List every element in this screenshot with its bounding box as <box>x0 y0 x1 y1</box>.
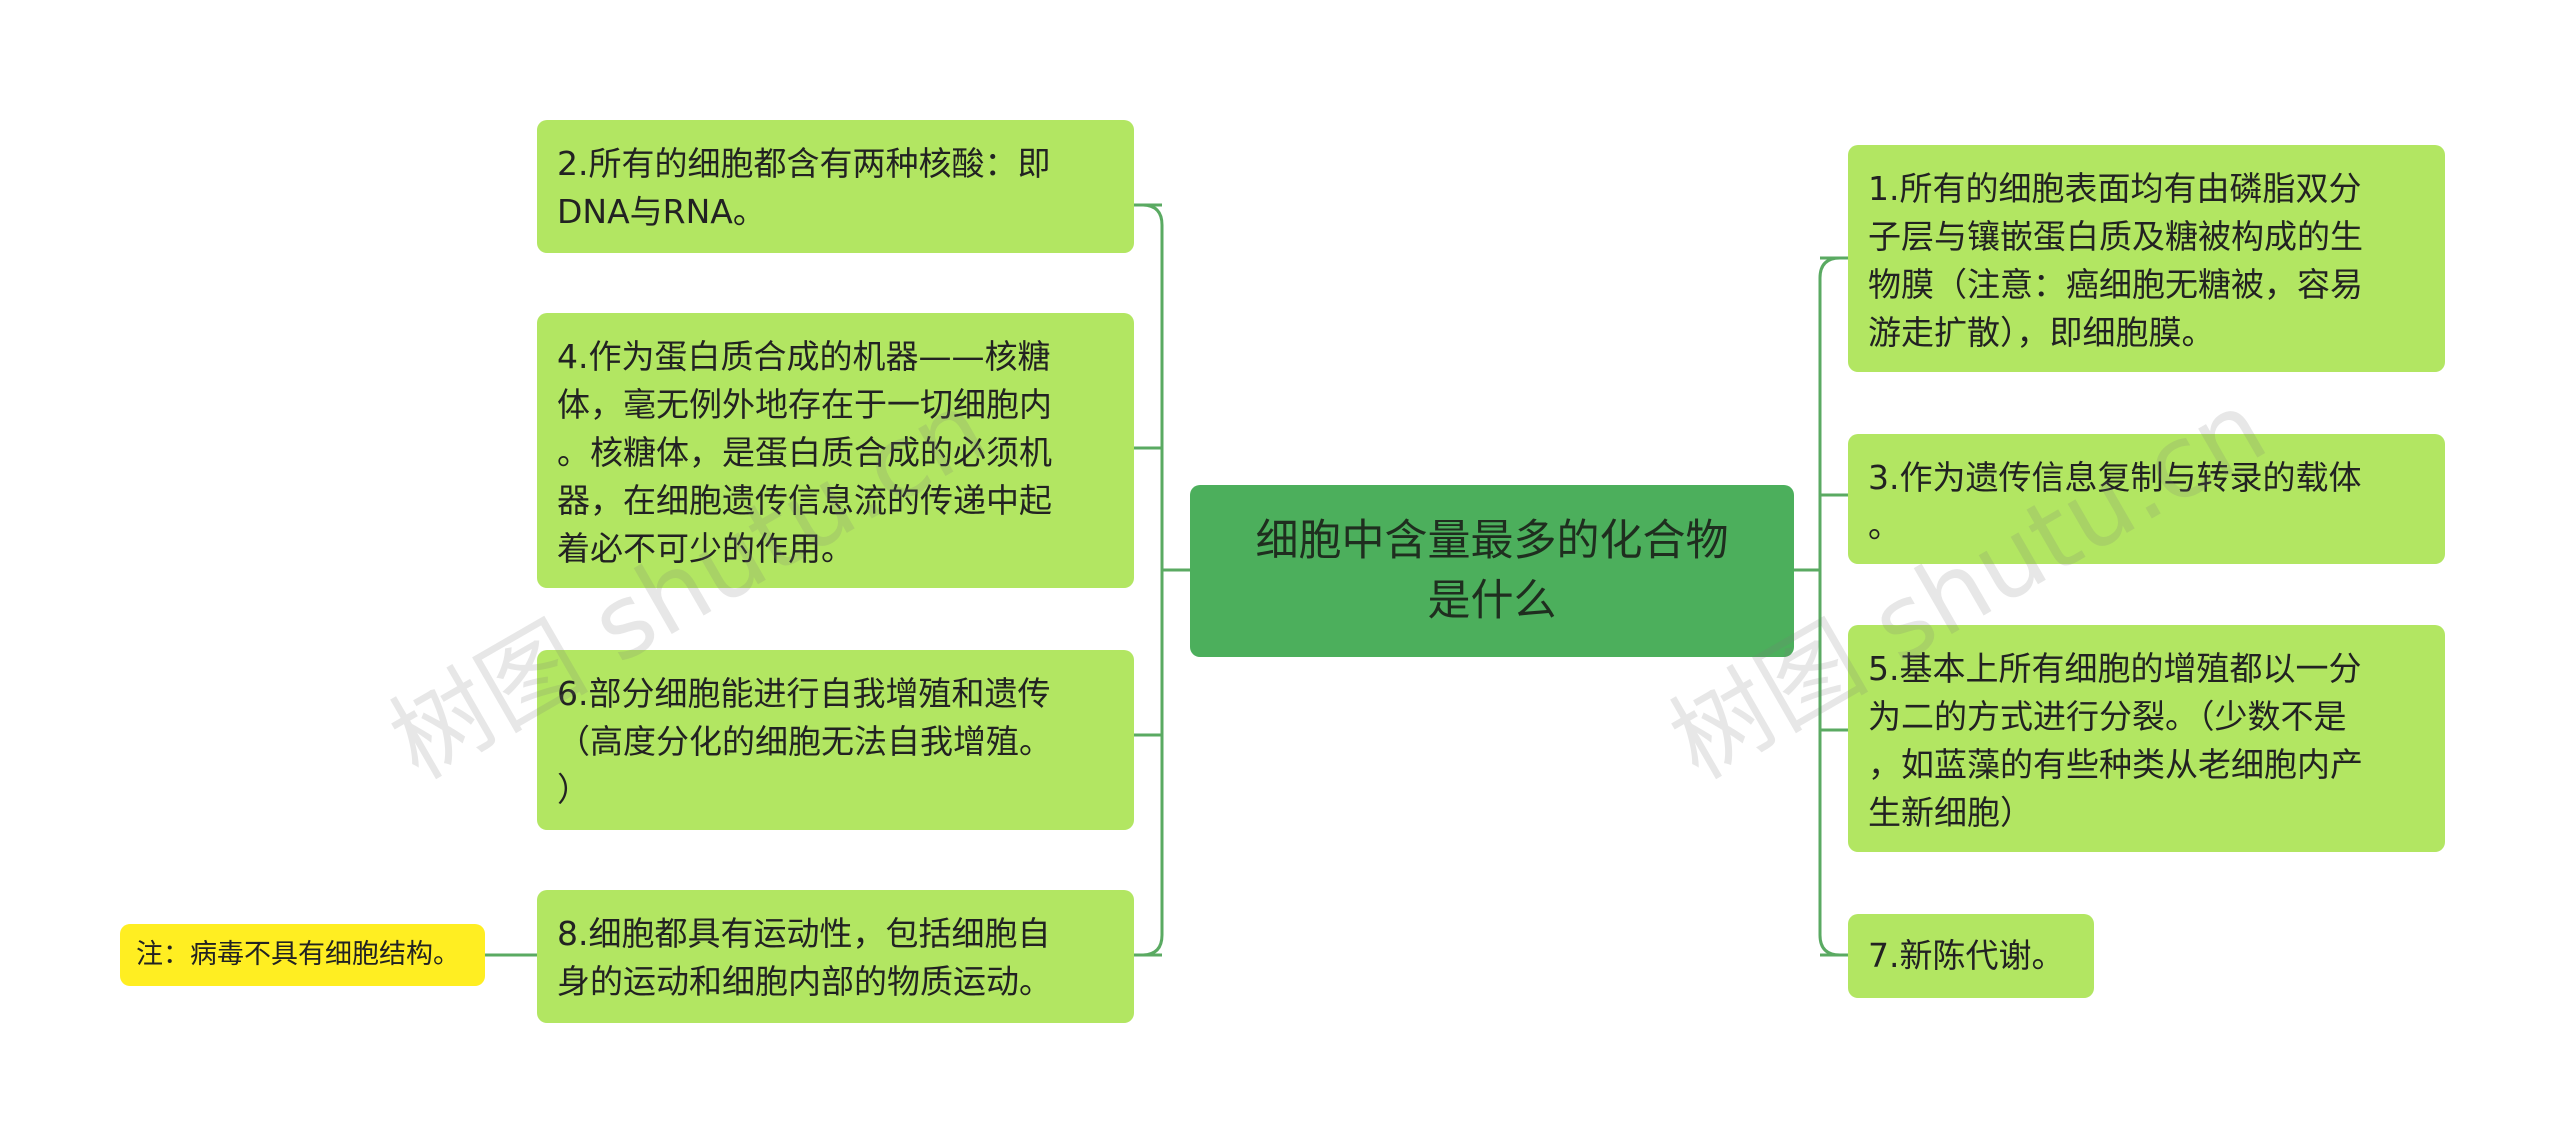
topic-left-6[interactable]: 6.部分细胞能进行自我增殖和遗传 （高度分化的细胞无法自我增殖。 ） <box>537 650 1134 830</box>
topic-right-1[interactable]: 1.所有的细胞表面均有由磷脂双分 子层与镶嵌蛋白质及糖被构成的生 物膜（注意：癌… <box>1848 145 2445 372</box>
topic-right-7[interactable]: 7.新陈代谢。 <box>1848 914 2094 998</box>
connector-left-spine <box>1141 203 1164 957</box>
topic-right-3[interactable]: 3.作为遗传信息复制与转录的载体 。 <box>1848 434 2445 564</box>
topic-left-8[interactable]: 8.细胞都具有运动性，包括细胞自 身的运动和细胞内部的物质运动。 <box>537 890 1134 1023</box>
topic-left-4[interactable]: 4.作为蛋白质合成的机器——核糖 体，毫无例外地存在于一切细胞内 。核糖体，是蛋… <box>537 313 1134 588</box>
topic-right-5[interactable]: 5.基本上所有细胞的增殖都以一分 为二的方式进行分裂。（少数不是 ，如蓝藻的有些… <box>1848 625 2445 852</box>
note-topic[interactable]: 注：病毒不具有细胞结构。 <box>120 924 485 986</box>
topic-left-2[interactable]: 2.所有的细胞都含有两种核酸：即 DNA与RNA。 <box>537 120 1134 253</box>
root-topic[interactable]: 细胞中含量最多的化合物 是什么 <box>1190 485 1794 657</box>
connector-right-spine <box>1818 256 1841 957</box>
